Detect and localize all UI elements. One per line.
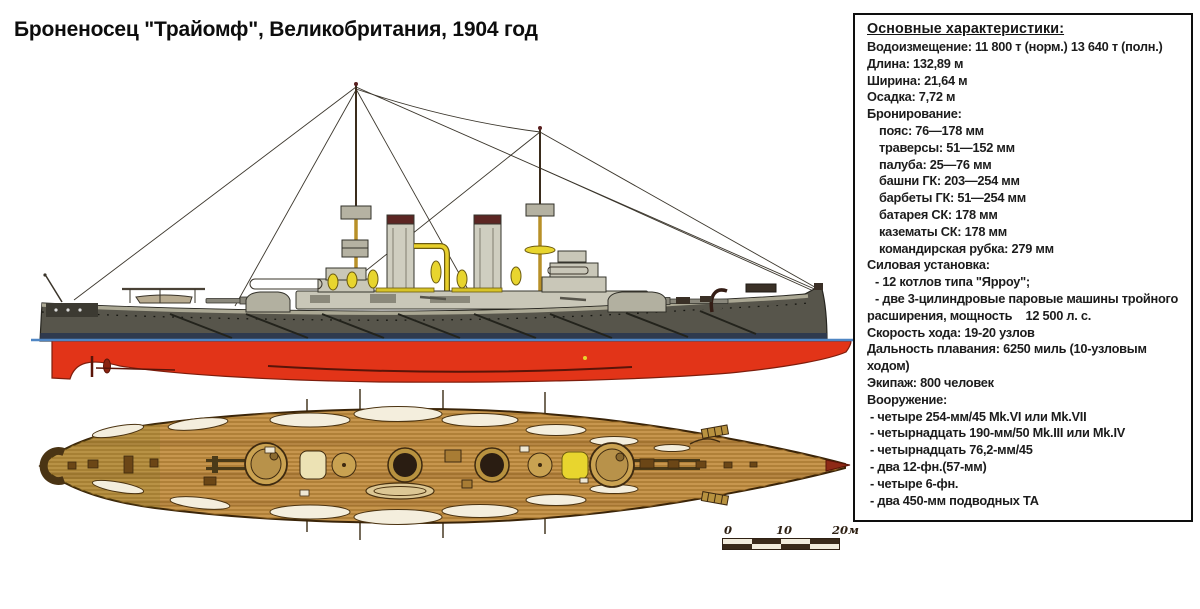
spec-line: Ширина: 21,64 м [867,72,968,88]
casemate-guns [419,295,783,310]
rigging-lines [73,86,821,307]
spec-line: - два 12-фн.(57-мм) [870,458,987,474]
scale-bar-ruler [722,538,840,550]
scale-label-10: 10 [776,523,793,537]
spec-line: - четыре 254-мм/45 Mk.VI или Mk.VII [870,408,1087,424]
spec-line: - четырнадцать 190-мм/50 Mk.III или Mk.I… [870,425,1126,441]
funnel-circles-plan [387,447,510,489]
spec-line: расширения, мощность 12 500 л. с. [867,307,1092,323]
funnels [386,214,502,296]
superstructure [249,250,649,310]
aft-barbette-plan [206,442,288,486]
deck-boats [91,406,691,525]
stern-walk [39,447,66,485]
scale-label-20m: 20м [832,523,859,537]
spec-line: казематы СК: 178 мм [879,223,1007,239]
plan-hatches [67,445,758,497]
spec-line: пояс: 76—178 мм [879,122,984,138]
bow-sponsons [689,424,851,506]
deck-fittings [43,273,777,313]
spec-line: Дальность плавания: 6250 миль (10-узловы… [867,341,1147,357]
spec-line: траверсы: 51—152 мм [879,139,1015,155]
spec-line: барбеты ГК: 51—254 мм [879,190,1026,206]
foremast [524,126,556,296]
spec-line: Вооружение: [867,391,948,407]
spec-line: Скорость хода: 19-20 узлов [867,324,1035,340]
lower-hull-red [51,340,852,383]
page-title: Броненосец "Трайомф", Великобритания, 19… [14,18,538,41]
spec-line: - четырнадцать 76,2-мм/45 [870,442,1033,458]
spec-line: - 12 котлов типа "Ярроу"; [875,274,1030,290]
spec-line: батарея СК: 178 мм [879,206,998,222]
scale-bar-labels: 0 10 20м [720,523,860,537]
spec-line: Силовая установка: [867,257,990,273]
spec-line: - четыре 6-фн. [870,475,959,491]
scale-label-0: 0 [724,523,733,537]
scale-bar: 0 10 20м [720,523,860,550]
spec-line: Экипаж: 800 человек [867,374,994,390]
spec-line: - два 450-мм подводных ТА [870,492,1039,508]
spec-line: Бронирование: [867,106,962,122]
spec-line: башни ГК: 203—254 мм [879,173,1020,189]
side-view [31,82,854,383]
spec-line: палуба: 25—76 мм [879,156,992,172]
mainmast [340,82,372,296]
ship-illustration [31,82,854,540]
mast-tops-plan [299,450,589,480]
specs-list: Водоизмещение: 11 800 т (норм.) 13 640 т… [867,39,1183,509]
spec-line: командирская рубка: 279 мм [879,240,1054,256]
spec-line: - две 3-цилиндровые паровые машины тройн… [875,290,1179,306]
ventilator-cowls [327,260,522,291]
aft-turret [205,291,291,313]
fore-barbette-plan [589,442,700,488]
spec-line: Длина: 132,89 м [867,55,964,71]
spec-line: Осадка: 7,72 м [867,89,956,105]
specs-heading: Основные характеристики: [867,21,1065,37]
plan-view [38,406,851,525]
specs-panel: Основные характеристики: Водоизмещение: … [853,13,1193,522]
spec-line: Водоизмещение: 11 800 т (норм.) 13 640 т… [867,39,1163,54]
spec-line: ходом) [867,358,910,374]
